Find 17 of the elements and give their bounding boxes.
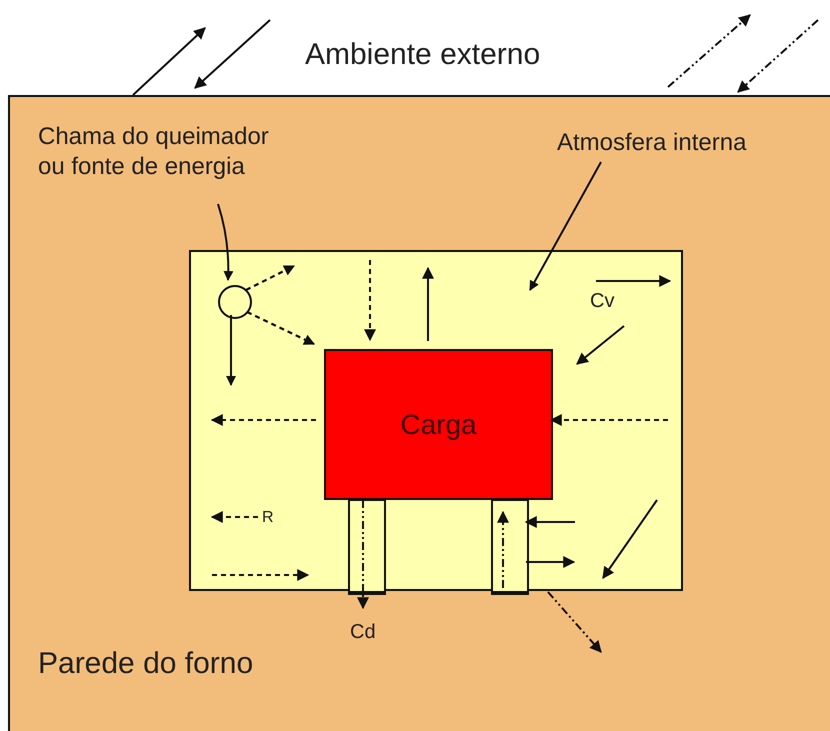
- support-pillar: [491, 499, 529, 595]
- heat-mode-label: R: [262, 509, 274, 527]
- heat-mode-label: Cd: [350, 621, 376, 644]
- support-pillar: [348, 499, 386, 595]
- furnace-wall: [8, 95, 830, 731]
- environment-label: Ambiente externo: [305, 38, 540, 72]
- callout-text: Atmosfera interna: [557, 128, 827, 162]
- heat-ray-arrow: [246, 311, 315, 345]
- heat-mode-label: Cv: [590, 290, 614, 313]
- load-box: Carga: [324, 349, 553, 500]
- heat-ray-arrow: [246, 265, 295, 291]
- wall-label: Parede do forno: [38, 647, 254, 681]
- leader-line: [217, 204, 234, 281]
- callout-text: Chama do queimador ou fonte de energia: [38, 122, 288, 192]
- leader-line: [529, 162, 602, 291]
- flame-circle: [218, 285, 252, 319]
- leader-line: [226, 315, 236, 386]
